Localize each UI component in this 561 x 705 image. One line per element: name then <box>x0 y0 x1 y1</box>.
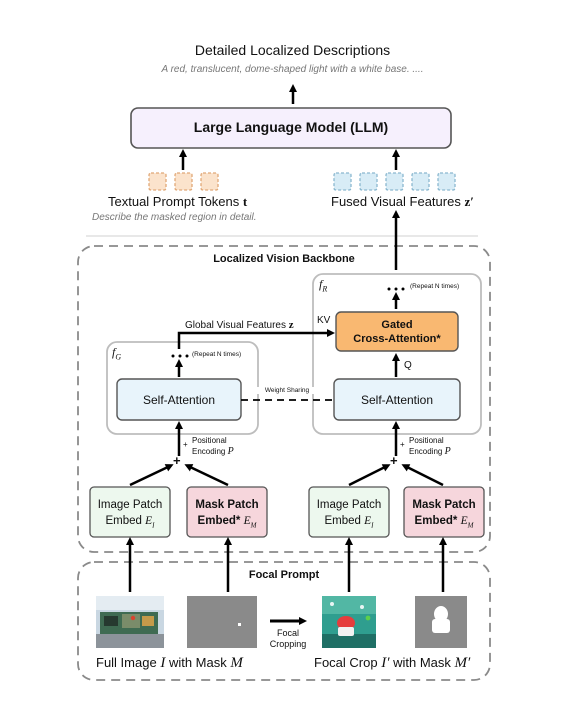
self-attention-right-box <box>333 378 461 421</box>
fused-symbol: z′ <box>464 194 474 209</box>
arrow-mask-embed-left <box>184 464 229 487</box>
plus-left: + <box>173 453 181 468</box>
self-attention-right-label: Self-Attention <box>360 393 434 407</box>
focal-cropping-label: Focal Cropping <box>269 628 307 649</box>
backbone-title: Localized Vision Backbone <box>213 253 355 265</box>
output-title: Detailed Localized Descriptions <box>194 42 391 58</box>
prompt-tokens-label: Textual Prompt Tokens <box>108 194 240 209</box>
focal-mask-thumbnail <box>415 596 467 648</box>
focal-prompt-frame <box>77 561 491 681</box>
mask-thumbnail <box>187 596 257 648</box>
focal-crop-caption: Focal Crop I′ with Mask M′ <box>314 655 471 671</box>
fg-label: fG <box>112 345 122 362</box>
arrow-mask-embed-right <box>401 464 444 487</box>
pos-enc-right: Positional Encoding P <box>409 436 451 457</box>
mask-patch-right-label: Mask Patch Embed* EM <box>412 499 476 530</box>
prompt-token-squares <box>148 172 219 191</box>
prompt-tokens-sublabel: Describe the masked region in detail. <box>92 212 257 223</box>
repeat-dots-right <box>387 287 405 291</box>
llm-box <box>130 107 452 149</box>
plus-small-right: + <box>400 440 405 449</box>
repeat-right-label: (Repeat N times) <box>410 283 460 290</box>
weight-sharing-label: Weight Sharing <box>252 387 322 394</box>
image-patch-left-label: Image Patch Embed EI <box>97 499 163 530</box>
fused-caption: Fused Visual Features z′ <box>331 194 501 210</box>
fused-token-squares <box>333 172 456 191</box>
arrow-global-features <box>177 329 335 349</box>
prompt-tokens-symbol: t <box>242 194 248 209</box>
kv-label: KV <box>317 315 331 326</box>
plus-small-left: + <box>183 440 188 449</box>
fused-label: Fused Visual Features <box>331 194 461 209</box>
gated-cross-attention-label: Gated Cross-Attention* <box>353 319 441 345</box>
output-example: A red, translucent, dome-shaped light wi… <box>161 64 424 75</box>
gated-cross-attention-box <box>335 311 459 352</box>
fr-label: fR <box>319 277 328 294</box>
prompt-tokens-caption: Textual Prompt Tokens t <box>108 194 268 210</box>
arrow-image-embed-right <box>348 464 391 487</box>
llm-label: Large Language Model (LLM) <box>193 119 389 135</box>
image-patch-right-label: Image Patch Embed EI <box>316 499 382 530</box>
q-label: Q <box>404 360 412 371</box>
arrow-image-embed-left <box>129 464 174 487</box>
repeat-dots-left <box>171 354 189 358</box>
mask-patch-left-label: Mask Patch Embed* EM <box>195 499 259 530</box>
focal-prompt-title: Focal Prompt <box>248 569 320 581</box>
self-attention-left-label: Self-Attention <box>142 393 216 407</box>
pos-enc-left: Positional Encoding P <box>192 436 234 457</box>
global-features-caption: Global Visual Features z <box>185 319 294 331</box>
focal-crop-thumbnail <box>322 596 376 648</box>
full-image-thumbnail <box>96 596 164 648</box>
full-image-caption: Full Image I with Mask M <box>96 655 243 671</box>
backbone-frame <box>77 245 491 553</box>
repeat-left-label: (Repeat N times) <box>192 351 242 358</box>
plus-right: + <box>390 453 398 468</box>
